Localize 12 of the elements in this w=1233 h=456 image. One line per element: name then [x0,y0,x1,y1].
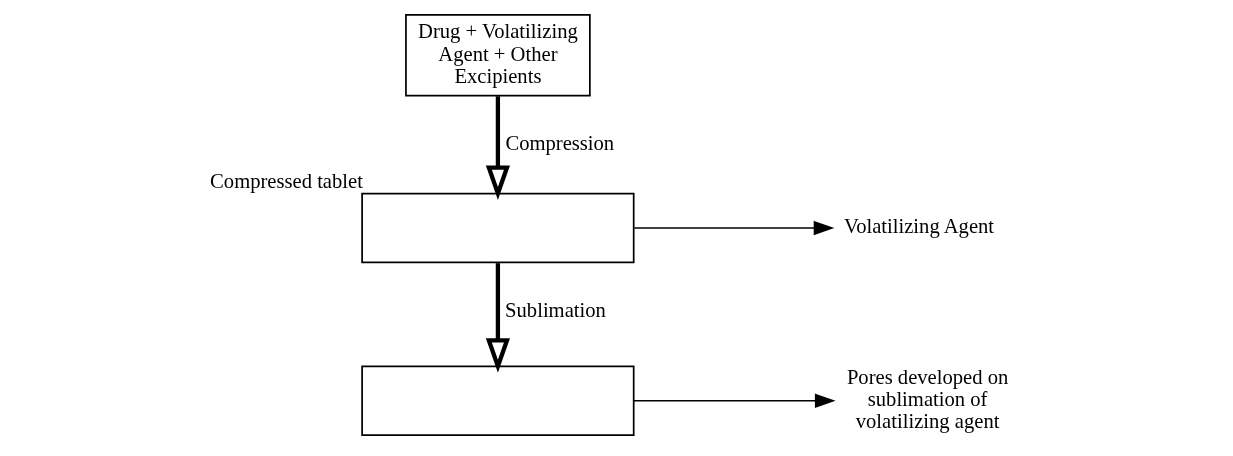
edge-label: Sublimation [505,298,606,321]
node-box [361,192,635,264]
arrow [633,393,836,408]
arrow [485,263,510,373]
node-text: Volatilizing Agent [843,215,995,238]
node-label: Compressed tablet [210,169,363,192]
edge-label: Compression [505,131,615,154]
node-box [361,365,635,436]
node-box: Drug + Volatilizing Agent + Other Excipients [405,14,591,97]
arrow [485,96,510,200]
node-text: Pores developed on sublimation of volatilizing agent [846,365,1009,433]
arrow [633,220,835,236]
